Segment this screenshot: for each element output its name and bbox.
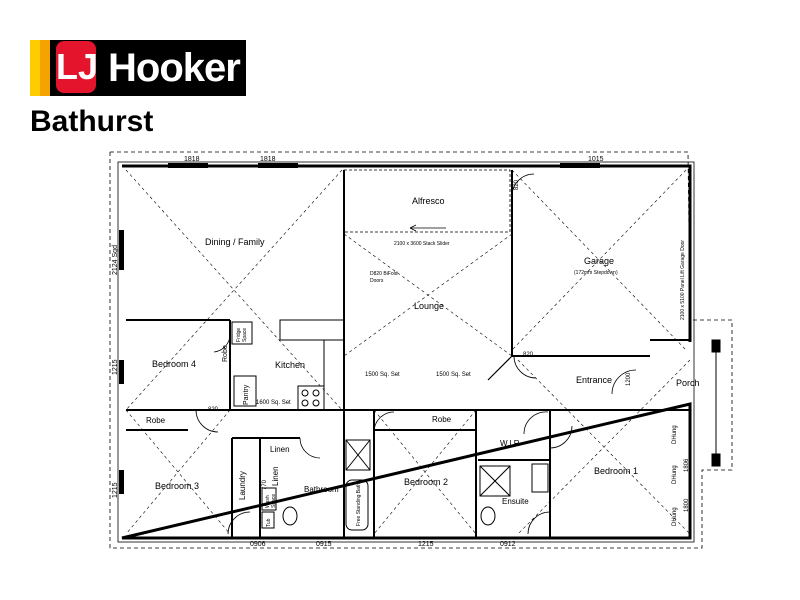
room-robe-b2: Robe: [432, 415, 452, 424]
room-bedroom-1: Bedroom 1: [594, 466, 638, 476]
room-bathroom: Bathroom: [304, 485, 339, 494]
room-laundry: Laundry: [238, 471, 247, 500]
room-linen-2: Linen: [271, 466, 280, 486]
room-lounge: Lounge: [414, 301, 444, 311]
door-820-garage: 820: [523, 352, 534, 358]
dim-1200: 1200: [626, 372, 632, 386]
room-robe-b3: Robe: [146, 416, 166, 425]
room-ensuite: Ensuite: [502, 497, 529, 506]
tub-label: Tub: [266, 518, 272, 527]
dim-770: 770: [262, 479, 268, 490]
room-robe-b4: Robe: [222, 345, 229, 362]
dim-1600: 1600 Sq. Set: [256, 400, 291, 406]
garage-door-label: 2100 x 5100 Panel Lift Garage Door: [680, 240, 686, 320]
dim-0912: 0912: [500, 541, 516, 548]
room-dining-family: Dining / Family: [205, 237, 265, 247]
logo-box: LJ Hooker: [50, 40, 246, 96]
dim-1806: 1806: [684, 458, 690, 472]
fridge-label-1: Fridge: [236, 328, 242, 342]
dim-1818-a: 1818: [184, 156, 200, 163]
dim-dhung-2: DHung: [672, 465, 678, 484]
room-wir: W.I.R: [500, 439, 520, 448]
dim-1500-a: 1500 Sq. Set: [365, 372, 400, 378]
room-garage: Garage: [584, 256, 614, 266]
bifold-label-1: D820 BiFold: [370, 271, 398, 277]
wash-label-2: Space: [271, 494, 277, 508]
garage-stepdown: (172mm Stepdown): [574, 270, 618, 276]
fridge-label-2: Space: [242, 328, 248, 342]
door-820-hall: 820: [208, 407, 219, 413]
bifold-label-2: Doors: [370, 278, 384, 284]
dim-1215-c: 1215: [418, 541, 434, 548]
room-porch: Porch: [676, 378, 700, 388]
room-entrance: Entrance: [576, 375, 612, 385]
office-name: Bathurst: [30, 105, 154, 138]
dim-1818-b: 1818: [260, 156, 276, 163]
bath-label: Free Standing Bath: [356, 483, 362, 526]
logo-stripe-orange: [40, 40, 50, 96]
dim-1215-b: 1215: [112, 482, 119, 498]
dim-1500-b: 1500 Sq. Set: [436, 372, 471, 378]
room-pantry: Pantry: [243, 384, 250, 405]
dim-dhung-1: DHung: [672, 425, 678, 444]
dim-dhung-3: DHung: [672, 507, 678, 526]
dim-1800: 1800: [684, 498, 690, 512]
room-kitchen: Kitchen: [275, 360, 305, 370]
room-linen-1: Linen: [270, 445, 290, 454]
logo-wordmark: Hooker: [108, 46, 241, 90]
stacker-label: 2100 x 3600 Stack Slider: [394, 241, 450, 247]
lj-hooker-logo: LJ Hooker: [30, 40, 246, 96]
dim-1015: 1015: [588, 156, 604, 163]
dim-0906: 0906: [250, 541, 266, 548]
dim-1215-a: 1215: [112, 359, 119, 375]
room-alfresco: Alfresco: [412, 196, 445, 206]
wash-label-1: Wash: [265, 495, 271, 508]
room-bedroom-3: Bedroom 3: [155, 481, 199, 491]
dim-0915: 0915: [316, 541, 332, 548]
door-820-alfresco: 820: [514, 179, 520, 190]
dim-2124: 2124 Sgd: [112, 245, 119, 275]
room-bedroom-4: Bedroom 4: [152, 359, 196, 369]
logo-stripe-yellow: [30, 40, 40, 96]
logo-lj-mark: LJ: [56, 41, 98, 93]
room-bedroom-2: Bedroom 2: [404, 477, 448, 487]
